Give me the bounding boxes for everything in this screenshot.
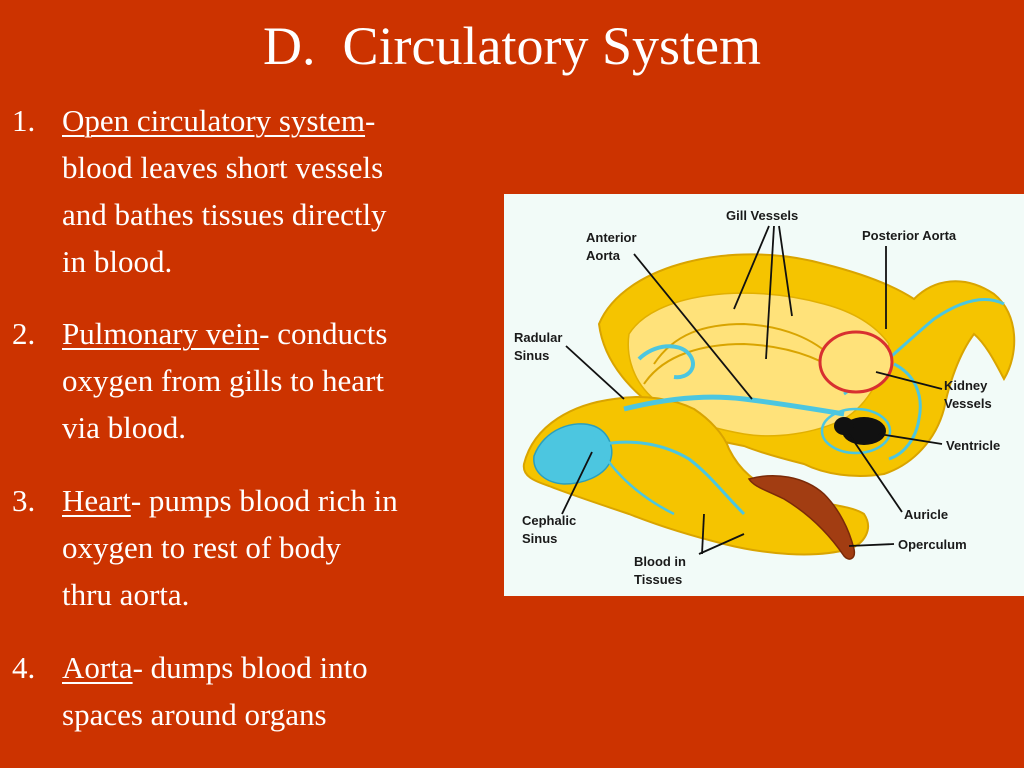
point-line: Pulmonary vein- conducts	[62, 310, 387, 357]
point-term: Open circulatory system	[62, 103, 366, 138]
point-line: thru aorta.	[62, 577, 190, 612]
gill-vessels-pointer	[733, 225, 770, 310]
circulatory-diagram: Gill Vessels Anterior Aorta Posterior Ao…	[504, 194, 1024, 596]
point-line: Open circulatory system-	[62, 97, 387, 144]
point-line: in blood.	[62, 244, 173, 279]
auricle-pointer	[848, 433, 903, 513]
label-cephalic-sinus-1: Cephalic	[522, 513, 576, 528]
point-text: -	[365, 103, 376, 138]
operculum-shape	[747, 475, 856, 560]
label-blood-in-tissues-2: Tissues	[634, 572, 682, 587]
foot-vessel	[592, 433, 675, 516]
blood-tissues-pointer	[698, 533, 745, 555]
auricle-shape	[834, 417, 854, 435]
point-body: Aorta- dumps blood into spaces around or…	[62, 644, 368, 738]
point-body: Heart- pumps blood rich in oxygen to res…	[62, 477, 398, 618]
point-line: oxygen from gills to heart	[62, 363, 384, 398]
point-number: 1.	[12, 103, 36, 138]
label-gill-vessels: Gill Vessels	[726, 208, 798, 223]
point-line: Heart- pumps blood rich in	[62, 477, 398, 524]
cephalic-sinus-pointer	[561, 451, 593, 515]
ventricle-pointer	[878, 433, 943, 445]
label-ventricle: Ventricle	[946, 438, 1000, 453]
kidney-shape	[818, 330, 894, 394]
anterior-aorta-vessel	[623, 394, 845, 417]
point-line: spaces around organs	[62, 697, 327, 732]
label-auricle: Auricle	[904, 507, 948, 522]
label-cephalic-sinus-2: Sinus	[522, 531, 557, 546]
point-line: blood leaves short vessels	[62, 150, 384, 185]
point-text: - dumps blood into	[132, 650, 368, 685]
radular-sinus-pointer	[565, 345, 625, 400]
point-term: Pulmonary vein	[62, 316, 260, 351]
pericardium	[820, 407, 892, 455]
label-kidney-vessels-1: Kidney	[944, 378, 988, 393]
label-radular-sinus-2: Sinus	[514, 348, 549, 363]
point-body: Open circulatory system- blood leaves sh…	[62, 97, 387, 285]
point-line: oxygen to rest of body	[62, 530, 341, 565]
kidney-vessels-pointer	[875, 371, 943, 390]
head-vessel	[603, 440, 746, 516]
label-anterior-aorta-1: Anterior	[586, 230, 637, 245]
point-number: 4.	[12, 650, 36, 685]
label-radular-sinus-1: Radular	[514, 330, 562, 345]
blood-tissues-pointer	[701, 513, 705, 555]
point-term: Heart	[62, 483, 131, 518]
point-body: Pulmonary vein- conducts oxygen from gil…	[62, 310, 387, 451]
label-blood-in-tissues-1: Blood in	[634, 554, 686, 569]
label-posterior-aorta: Posterior Aorta	[862, 228, 957, 243]
point-line: and bathes tissues directly	[62, 197, 387, 232]
point-line: via blood.	[62, 410, 186, 445]
point-number: 3.	[12, 483, 36, 518]
gill-vessels-pointer	[765, 225, 775, 360]
foot-shape	[522, 396, 869, 556]
slide-title: D. Circulatory System	[263, 16, 761, 76]
point-line: Aorta- dumps blood into	[62, 644, 368, 691]
diagram-svg: Gill Vessels Anterior Aorta Posterior Ao…	[514, 208, 1016, 587]
label-operculum: Operculum	[898, 537, 967, 552]
label-kidney-vessels-2: Vessels	[944, 396, 992, 411]
kidney-vessel	[888, 362, 922, 461]
point-term: Aorta	[62, 650, 133, 685]
operculum-pointer	[848, 543, 895, 547]
label-anterior-aorta-2: Aorta	[586, 248, 621, 263]
point-number: 2.	[12, 316, 36, 351]
gill-arc	[653, 322, 835, 365]
pulmonary-vessel	[637, 344, 695, 380]
anterior-aorta-pointer	[633, 253, 753, 400]
point-text: - pumps blood rich in	[130, 483, 398, 518]
point-text: - conducts	[259, 316, 388, 351]
gill-vessels-pointer	[778, 225, 793, 317]
